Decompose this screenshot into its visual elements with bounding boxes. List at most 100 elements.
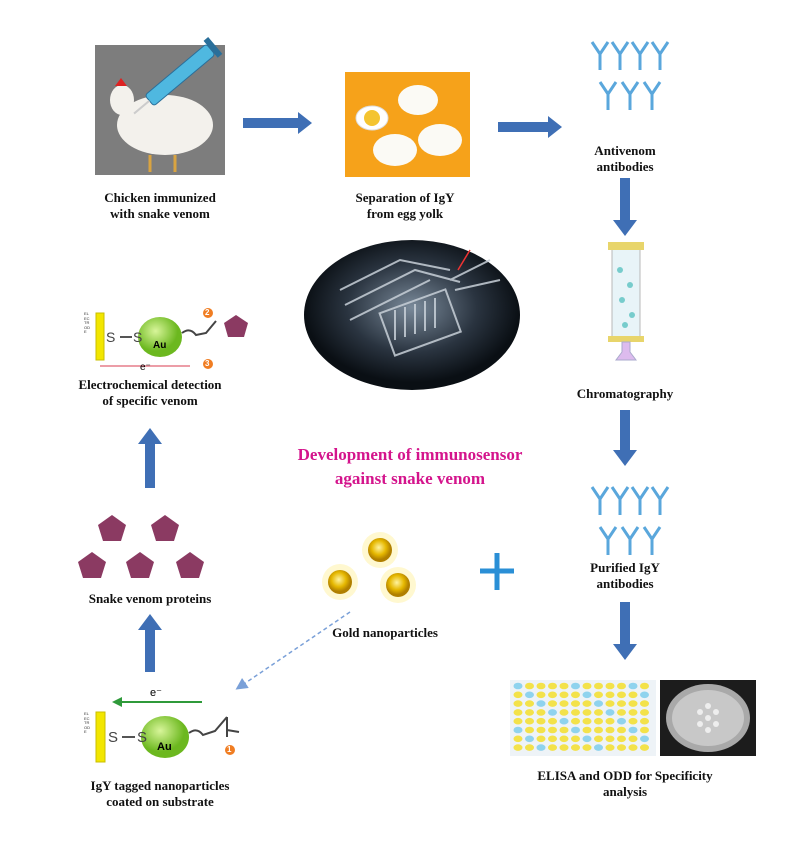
elisa-well [594, 726, 603, 734]
elisa-well [571, 717, 580, 725]
elisa-well [605, 709, 615, 716]
microfluidic-chip-image [304, 240, 520, 390]
elisa-well [617, 682, 626, 690]
elisa-well [513, 726, 523, 734]
elisa-well [571, 700, 580, 707]
elisa-well [513, 735, 523, 743]
arrow-up-2 [138, 614, 162, 672]
elisa-well [605, 735, 615, 743]
elisa-well [571, 726, 580, 734]
electrode-label-bottom: ELECTRODE [84, 711, 90, 734]
arrow-down-3 [613, 602, 637, 660]
elisa-well [525, 691, 534, 699]
elisa-well [548, 691, 557, 699]
elisa-well [605, 726, 615, 734]
elisa-well [559, 744, 569, 751]
elisa-well [628, 735, 638, 743]
elisa-well [605, 682, 615, 690]
elisa-well [582, 691, 592, 699]
arrow-down-2 [613, 410, 637, 466]
electrode-label-top: ELECTRODE [84, 311, 90, 334]
elisa-well [513, 709, 523, 716]
elisa-plate-image [510, 680, 656, 756]
elisa-well [548, 709, 557, 716]
elisa-well [628, 744, 638, 751]
elisa-well [594, 744, 603, 751]
elisa-well [617, 700, 626, 707]
elisa-well [582, 700, 592, 707]
purified-antibodies-icon [590, 486, 670, 555]
elisa-well [525, 735, 534, 743]
sulfur-2: S [133, 329, 143, 345]
elisa-well [559, 700, 569, 707]
elisa-well [582, 717, 592, 725]
elisa-well [617, 691, 626, 699]
elisa-well [582, 735, 592, 743]
elisa-well [605, 700, 615, 707]
elisa-well [536, 709, 546, 716]
au-label-bottom: Au [157, 741, 172, 753]
elisa-well [559, 726, 569, 734]
elisa-well [628, 682, 638, 690]
dashed-arrow [235, 611, 351, 690]
elisa-well [617, 744, 626, 751]
elisa-well [640, 682, 649, 690]
elisa-well [513, 744, 523, 751]
elisa-well [513, 700, 523, 707]
elisa-well [525, 717, 534, 725]
elisa-well [640, 700, 649, 707]
chromatography-column-icon [608, 242, 644, 361]
elisa-well [525, 726, 534, 734]
elisa-well [559, 691, 569, 699]
flow-arrows [138, 112, 637, 672]
elisa-well [617, 717, 626, 725]
elisa-well [513, 717, 523, 725]
elisa-well [536, 717, 546, 725]
elisa-well [513, 691, 523, 699]
elisa-well [525, 709, 534, 716]
elisa-well [640, 709, 649, 716]
sulfur-4: S [137, 729, 148, 746]
elisa-well [617, 726, 626, 734]
label-venom-proteins: Snake venom proteins [88, 591, 212, 606]
step-3-badge: 3 [205, 359, 210, 368]
elisa-well [594, 735, 603, 743]
electron-label-bottom: e⁻ [150, 687, 162, 699]
elisa-well [548, 735, 557, 743]
arrow-right-1 [243, 112, 312, 134]
arrow-down-1 [613, 178, 637, 236]
elisa-well [605, 717, 615, 725]
elisa-well [525, 700, 534, 707]
plus-icon [480, 553, 514, 590]
elisa-well [582, 744, 592, 751]
elisa-well [548, 744, 557, 751]
elisa-well [582, 726, 592, 734]
elisa-well [640, 735, 649, 743]
elisa-well [605, 744, 615, 751]
elisa-well [594, 717, 603, 725]
elisa-well [525, 682, 534, 690]
petri-dish-image [660, 680, 756, 756]
elisa-well [628, 726, 638, 734]
elisa-well [640, 726, 649, 734]
elisa-well [617, 735, 626, 743]
elisa-well [536, 726, 546, 734]
chicken-syringe-image [95, 37, 225, 175]
eggs-image [345, 72, 470, 177]
elisa-well [571, 735, 580, 743]
elisa-well [617, 709, 626, 716]
elisa-well [571, 744, 580, 751]
elisa-well [536, 735, 546, 743]
elisa-well [640, 744, 649, 751]
elisa-well [582, 682, 592, 690]
venom-protein-pentagons [78, 515, 204, 578]
elisa-well [640, 717, 649, 725]
elisa-well [605, 691, 615, 699]
